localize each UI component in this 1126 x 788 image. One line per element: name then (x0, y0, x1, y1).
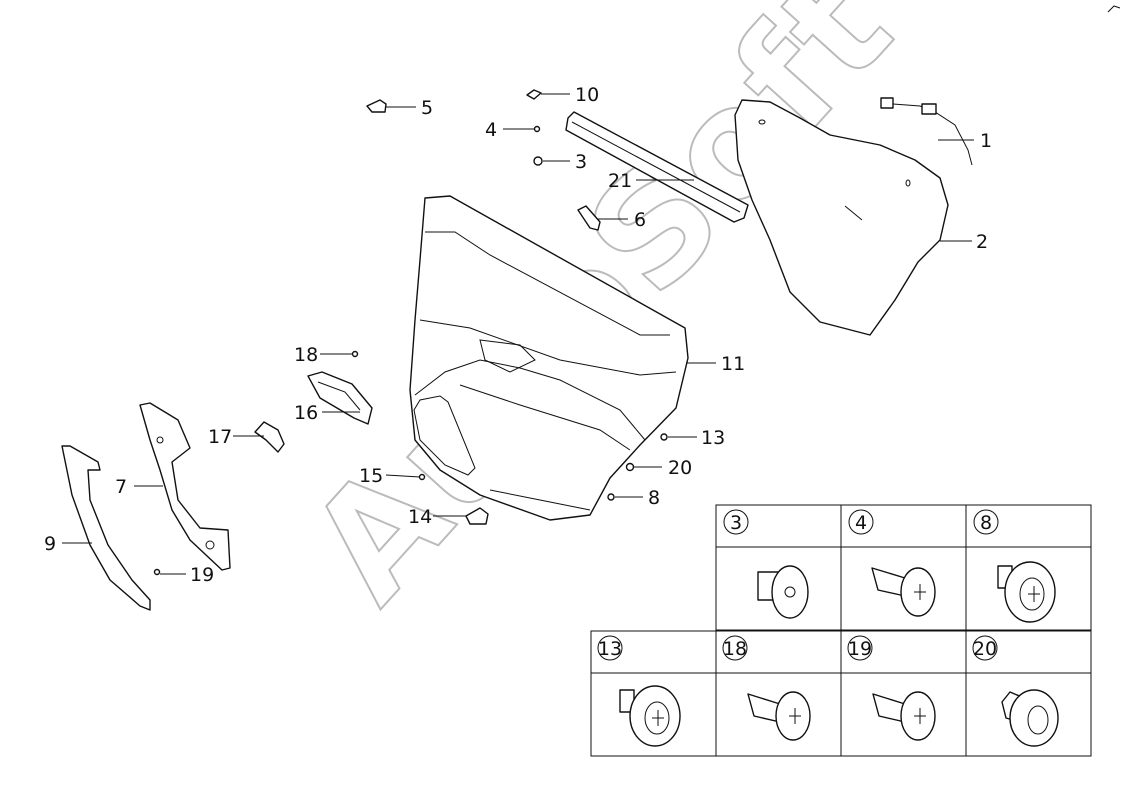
table-cell-13: 13 (597, 635, 623, 661)
fastener-20-clip-icon (1001, 689, 1059, 747)
fastener-8-clip-icon (997, 561, 1056, 623)
table-cell-3: 3 (723, 509, 749, 535)
callout-15: 15 (359, 465, 383, 487)
table-cell-20: 20 (972, 635, 998, 661)
part-6-bracket (577, 205, 601, 231)
svg-text:4: 4 (855, 512, 867, 534)
fastener-4-screw-icon (871, 567, 936, 617)
table-cell-8: 8 (973, 509, 999, 535)
part-10-clip (526, 89, 542, 100)
fastener-table (590, 504, 1092, 757)
part-21-glass-run-strip (565, 111, 749, 223)
part-18-screw (351, 350, 359, 358)
fastener-19-screw-icon (872, 691, 936, 741)
part-14-bracket (465, 507, 489, 525)
part-8-clip (607, 493, 615, 501)
part-11-door-trim-panel (409, 195, 689, 521)
svg-text:8: 8 (980, 512, 992, 534)
callout-18: 18 (294, 344, 318, 366)
callout-7: 7 (115, 476, 127, 498)
corner-logo-icon (1107, 5, 1121, 13)
svg-text:3: 3 (730, 512, 742, 534)
part-17-trim-cover (254, 421, 285, 453)
part-4-screw (533, 125, 541, 133)
part-20-clip (625, 462, 635, 472)
leader-lines (62, 93, 974, 575)
callout-5: 5 (421, 97, 433, 119)
fastener-18-screw-icon (747, 691, 811, 741)
svg-text:18: 18 (723, 638, 747, 660)
part-9-pull-trim (61, 445, 151, 611)
svg-text:13: 13 (598, 638, 622, 660)
fastener-3-push-clip-icon (757, 565, 809, 619)
part-7-armrest-bracket (139, 402, 231, 571)
part-15-screw (418, 473, 426, 481)
callout-13: 13 (701, 427, 725, 449)
part-16-handle-bezel (307, 371, 373, 425)
table-cell-18: 18 (722, 635, 748, 661)
part-1-wiring-connector (880, 97, 973, 166)
callout-14: 14 (408, 506, 432, 528)
callout-10: 10 (575, 84, 599, 106)
callout-1: 1 (980, 130, 992, 152)
fastener-13-clip-icon (619, 685, 681, 747)
part-2-water-shield (734, 99, 949, 336)
part-5-clip (366, 99, 387, 113)
part-13-clip (660, 433, 668, 441)
table-cell-19: 19 (847, 635, 873, 661)
callout-19: 19 (190, 564, 214, 586)
callout-21: 21 (608, 170, 632, 192)
svg-text:19: 19 (848, 638, 872, 660)
svg-text:20: 20 (973, 638, 997, 660)
callout-8: 8 (648, 487, 660, 509)
part-3-clip (533, 156, 543, 166)
callout-16: 16 (294, 402, 318, 424)
callout-9: 9 (44, 533, 56, 555)
callout-17: 17 (208, 426, 232, 448)
callout-2: 2 (976, 231, 988, 253)
callout-20: 20 (668, 457, 692, 479)
callout-4: 4 (485, 119, 497, 141)
part-19-screw (153, 568, 161, 576)
table-cell-4: 4 (848, 509, 874, 535)
callout-3: 3 (575, 151, 587, 173)
callout-6: 6 (634, 209, 646, 231)
callout-11: 11 (721, 353, 745, 375)
